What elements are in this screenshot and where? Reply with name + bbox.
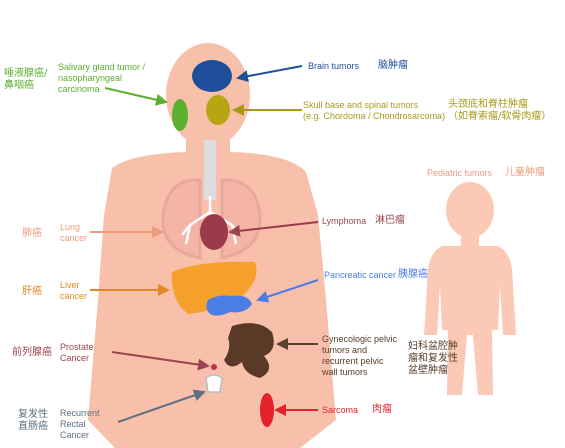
liver-label-cn: 肝癌 <box>22 286 42 297</box>
salivary-label-cn: 唾液腺癌/ 鼻咽癌 <box>4 68 48 91</box>
pancreatic-label-cn: 胰腺癌 <box>398 269 428 280</box>
pancreas-arrow <box>256 279 319 303</box>
lung-label-en: Lung cancer <box>60 222 88 243</box>
salivary-arrow <box>104 87 168 106</box>
prostate-arrow <box>111 351 210 371</box>
skull-label-cn: 头颈底和脊柱肿瘤 （如脊索瘤/软骨肉瘤） <box>448 99 552 122</box>
trachea-icon <box>204 140 216 200</box>
sarcoma-icon <box>260 393 274 427</box>
pediatric-label-en: Pediatric tumors <box>427 168 493 178</box>
lymphoma-organ-icon <box>200 214 228 250</box>
liver-label-en: Liver cancer <box>60 280 88 301</box>
rectal-arrow <box>117 389 206 423</box>
brain-icon <box>192 60 232 92</box>
brain-label-cn: 脑肿瘤 <box>378 60 408 71</box>
rectal-label-cn: 复发性 直肠癌 <box>18 409 48 432</box>
pelvic-tumor-icon <box>224 323 274 378</box>
rectum-icon <box>205 374 223 393</box>
pancreatic-label-en: Pancreatic cancer <box>324 270 397 280</box>
gyn-label-cn: 妇科盆腔肿 瘤和复发性 盆壁肿瘤 <box>408 341 458 376</box>
sarcoma-label-cn: 肉瘤 <box>372 404 392 415</box>
lymphoma-arrow <box>228 221 319 237</box>
brain-label-en: Brain tumors <box>308 61 360 71</box>
lungs-icon <box>161 178 262 260</box>
lymphoma-label-cn: 淋巴瘤 <box>375 215 405 226</box>
child-silhouette <box>424 182 516 395</box>
pediatric-label-cn: 儿童肿瘤 <box>505 167 545 178</box>
pancreas-icon <box>206 295 252 316</box>
prostate-label-cn: 前列腺癌 <box>12 347 52 358</box>
skull-label-en: Skull base and spinal tumors (e.g. Chord… <box>303 100 446 121</box>
brain-arrow <box>236 65 303 83</box>
sarcoma-label-en: Sarcoma <box>322 405 359 415</box>
prostate-label-en: Prostate Cancer <box>60 342 94 363</box>
rectal-label-en: Recurrent Rectal Cancer <box>60 408 100 440</box>
lymphoma-label-en: Lymphoma <box>322 216 367 226</box>
lung-label-cn: 肺癌 <box>22 228 42 239</box>
salivary-gland-icon <box>172 99 188 131</box>
skull-base-icon <box>206 95 230 125</box>
prostate-icon <box>211 364 217 370</box>
salivary-label-en: Salivary gland tumor / nasopharyngeal ca… <box>58 62 146 94</box>
gyn-label-en: Gynecologic pelvic tumors and recurrent … <box>322 334 398 377</box>
